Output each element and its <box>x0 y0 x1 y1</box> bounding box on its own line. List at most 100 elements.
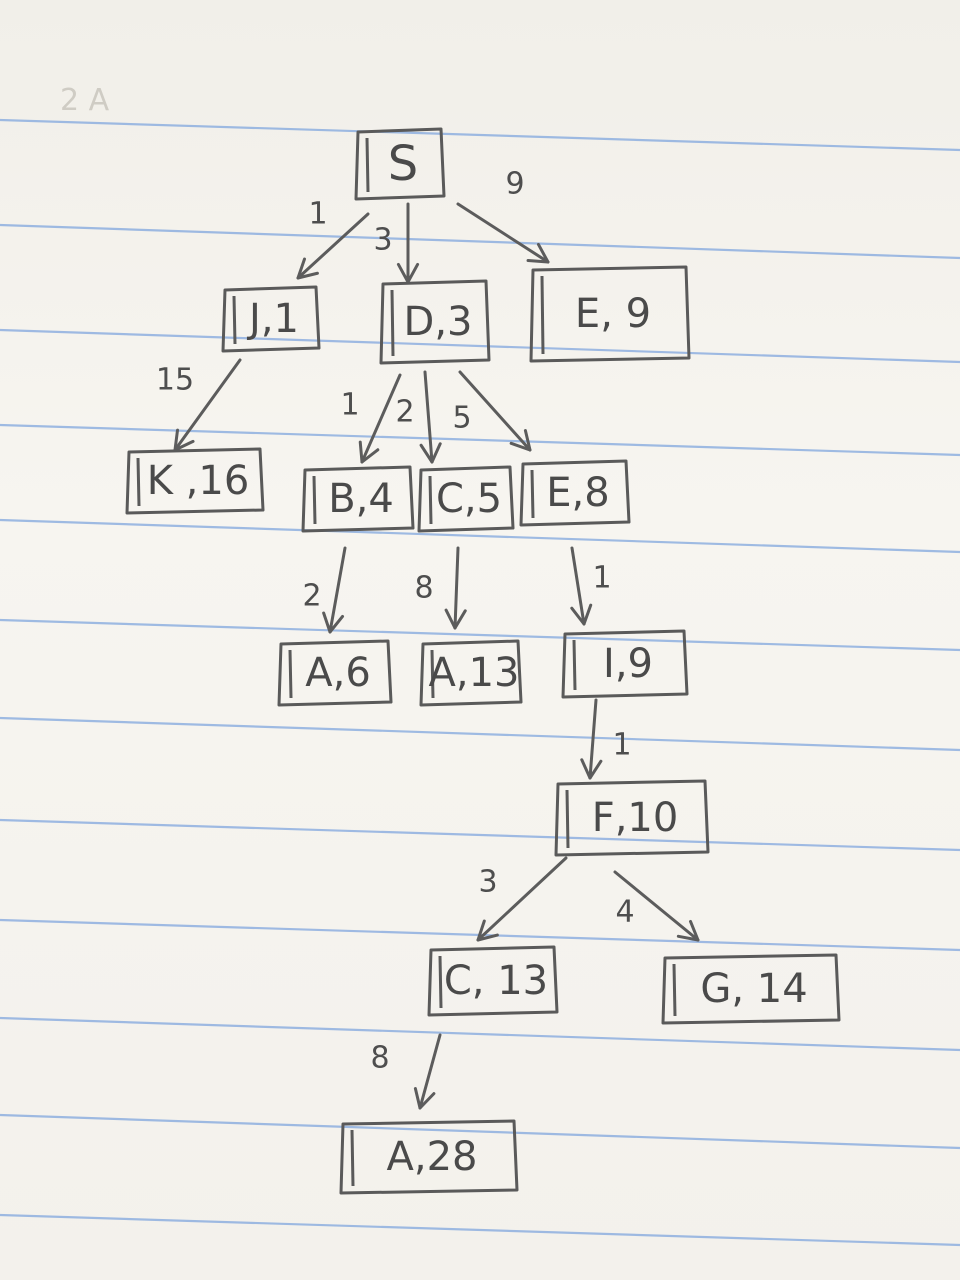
node-label: J,1 <box>246 296 299 342</box>
node-box <box>554 779 710 857</box>
node-label: S <box>388 136 418 192</box>
arrowhead-icon <box>444 608 467 630</box>
edge-weight-label: 1 <box>308 197 327 232</box>
node-e8: E,8 <box>519 459 631 527</box>
edge-weight-label: 8 <box>414 571 433 606</box>
node-box-inner-stroke <box>430 649 435 699</box>
node-label: E, 9 <box>575 291 651 337</box>
node-box <box>419 639 523 707</box>
node-box-inner-stroke <box>565 789 570 849</box>
node-i9: I,9 <box>561 629 689 699</box>
arrowhead-icon <box>296 257 319 280</box>
node-a13: A,13 <box>419 639 523 707</box>
node-a28: A,28 <box>339 1119 519 1195</box>
node-box-inner-stroke <box>288 649 293 699</box>
node-box-inner-stroke <box>672 963 677 1017</box>
edge-f10-g14: 4 <box>613 870 700 942</box>
node-box-inner-stroke <box>136 457 141 507</box>
edge-weight-label: 3 <box>373 223 392 258</box>
node-box-inner-stroke <box>428 475 433 525</box>
node-label: B,4 <box>328 476 394 522</box>
edge-weight-label: 15 <box>156 363 194 398</box>
node-box <box>519 459 631 527</box>
rule-line-5 <box>0 518 960 554</box>
rule-line-11 <box>0 1113 960 1150</box>
node-box <box>354 127 446 201</box>
node-label: D,3 <box>404 299 473 345</box>
arrowhead-icon <box>322 611 345 634</box>
edge-line <box>458 370 532 452</box>
edge-i9-f10: 1 <box>580 698 632 780</box>
edge-line <box>328 546 347 634</box>
node-k16: K ,16 <box>125 447 265 515</box>
edge-j1-k16: 15 <box>156 358 242 452</box>
node-label: C, 13 <box>444 958 548 1004</box>
edge-line <box>173 358 242 452</box>
node-label: E,8 <box>546 470 609 516</box>
faint-bleed-through-text: 2 A <box>60 83 110 118</box>
node-box <box>379 279 491 365</box>
node-box-inner-stroke <box>390 289 395 357</box>
node-box-inner-stroke <box>350 1129 355 1187</box>
node-f10: F,10 <box>554 779 710 857</box>
rule-line-10 <box>0 1016 960 1052</box>
node-box-inner-stroke <box>530 469 535 519</box>
node-label: A,13 <box>429 650 520 696</box>
edge-line <box>418 1033 442 1110</box>
node-c5: C,5 <box>417 465 515 533</box>
node-a6: A,6 <box>277 639 393 707</box>
edge-b4-a6: 2 <box>302 546 347 634</box>
edge-weight-label: 1 <box>592 561 611 596</box>
node-label: K ,16 <box>147 458 250 504</box>
node-b4: B,4 <box>301 465 415 533</box>
arrowhead-icon <box>676 919 700 942</box>
rule-line-12 <box>0 1213 960 1247</box>
node-box <box>221 285 321 353</box>
node-label: A,6 <box>305 650 371 696</box>
arrowhead-icon <box>413 1087 436 1110</box>
node-box-inner-stroke <box>312 475 317 525</box>
rule-line-3 <box>0 328 960 364</box>
edge-weight-label: 3 <box>478 865 497 900</box>
edge-weight-label: 1 <box>612 728 631 763</box>
edge-line <box>588 698 598 780</box>
edge-weight-label: 4 <box>615 895 634 930</box>
arrowhead-icon <box>358 440 380 464</box>
edge-s-e9: 9 <box>456 167 550 264</box>
node-j1: J,1 <box>221 285 321 353</box>
arrowhead-icon <box>526 242 550 264</box>
arrowhead-icon <box>476 919 499 942</box>
node-box <box>561 629 689 699</box>
edge-weight-label: 9 <box>505 167 524 202</box>
node-box <box>529 265 691 363</box>
node-g14: G, 14 <box>661 953 841 1025</box>
edge-e8-i9: 1 <box>570 546 612 626</box>
edge-line <box>456 202 550 264</box>
rule-line-6 <box>0 618 960 652</box>
node-box <box>417 465 515 533</box>
node-box <box>301 465 415 533</box>
edge-d3-c5: 2 <box>395 370 442 464</box>
node-label: F,10 <box>592 795 679 841</box>
arrowhead-icon <box>580 758 603 780</box>
node-box-inner-stroke <box>365 137 370 193</box>
edge-line <box>296 212 370 280</box>
rule-line-8 <box>0 818 960 852</box>
edge-weight-label: 5 <box>452 401 471 436</box>
edge-weight-label: 2 <box>302 579 321 614</box>
edge-line <box>453 546 460 630</box>
edge-c13-a28: 8 <box>370 1033 442 1110</box>
arrowhead-icon <box>509 429 532 452</box>
node-box-inner-stroke <box>232 295 237 345</box>
edge-c5-a13: 8 <box>414 546 467 630</box>
edge-line <box>360 373 402 464</box>
node-label: A,28 <box>387 1134 478 1180</box>
node-box <box>125 447 265 515</box>
node-label: C,5 <box>436 476 502 522</box>
edge-weight-label: 1 <box>340 388 359 423</box>
node-box <box>427 945 559 1017</box>
edge-s-d3: 3 <box>373 202 420 284</box>
node-box <box>661 953 841 1025</box>
